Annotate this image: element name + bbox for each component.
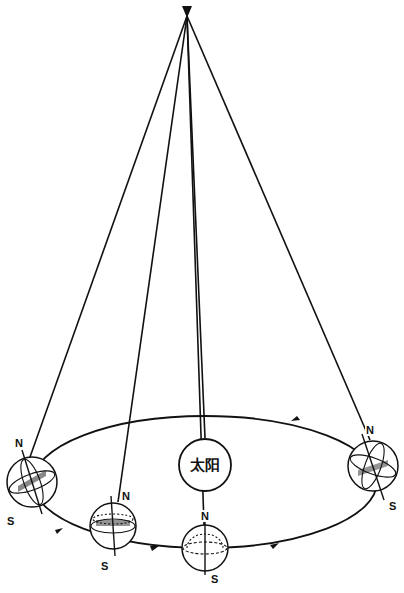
pole-label: S (210, 573, 219, 585)
pole-label: S (388, 500, 397, 512)
pole-label: N (200, 510, 210, 522)
sun-label: 太阳 (190, 456, 220, 475)
pole-label: S (100, 560, 109, 572)
pole-label: N (365, 424, 375, 436)
pole-label: S (6, 515, 15, 527)
pole-label: N (14, 437, 24, 449)
sun-circle: 太阳 (178, 438, 232, 492)
pole-label: N (121, 490, 131, 502)
